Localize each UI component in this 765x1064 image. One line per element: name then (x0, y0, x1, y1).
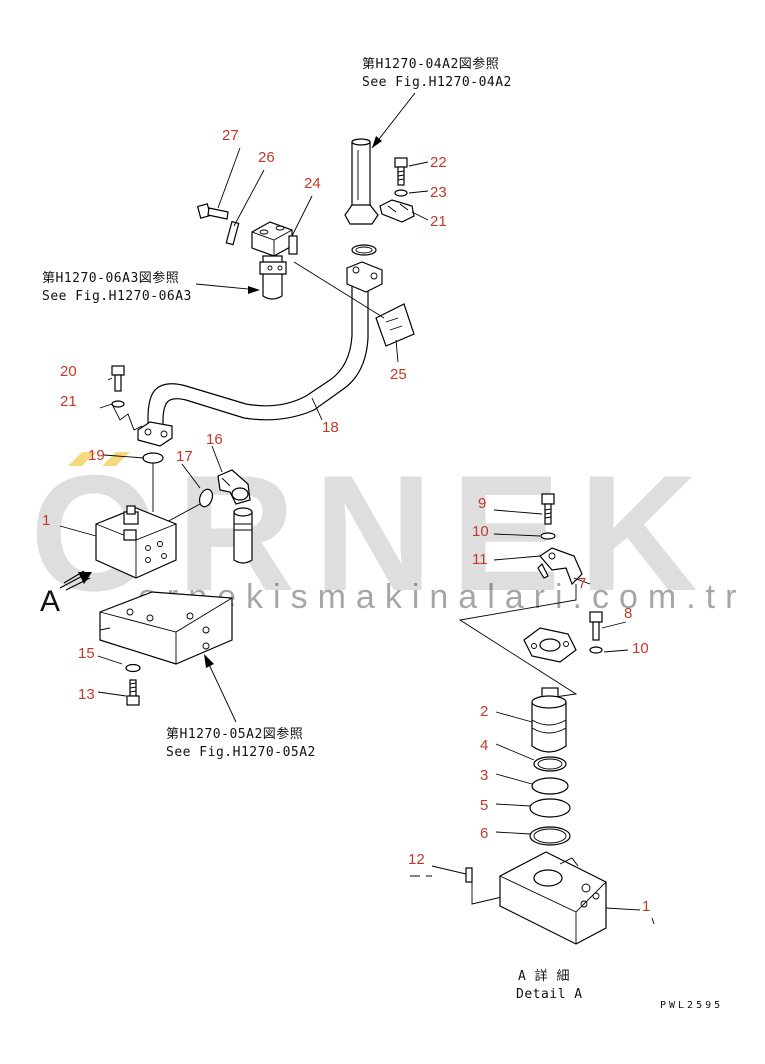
callout-11: 11 (472, 551, 488, 568)
callout-18: 19 (88, 447, 105, 464)
bolt-19 (111, 365, 125, 392)
tube-bottom-flange (137, 421, 173, 447)
callout-15: 16 (206, 431, 223, 448)
callout-8: 8 (624, 605, 632, 622)
plate-27 (225, 220, 240, 246)
detail-ring-5 (529, 798, 571, 818)
callout-7: 7 (578, 575, 586, 592)
callout-27: 26 (258, 149, 275, 166)
ref-05A2-en: See Fig.H1270-05A2 (166, 745, 316, 760)
detail-valve-block-1 (499, 851, 607, 945)
callout-25: 25 (390, 366, 407, 383)
pipe-fitting (233, 507, 253, 564)
tube-top-flange (346, 261, 383, 293)
detail-title-en: Detail A (516, 987, 583, 1002)
callout-6: 6 (480, 825, 488, 842)
watermark-url: ornekismakinalari.com.tr (138, 578, 746, 616)
callout-21: 21 (430, 213, 447, 230)
detail-spool-2 (531, 687, 567, 753)
watermark-accent-mark (68, 452, 96, 466)
mounting-bracket (99, 591, 233, 665)
ref-arrow-06A3 (195, 283, 260, 294)
callout-24: 24 (304, 175, 321, 192)
o-ring-16 (198, 488, 214, 508)
ref-arrow-04A2 (371, 92, 416, 149)
callout-2: 2 (480, 703, 488, 720)
callout-13: 13 (78, 686, 95, 703)
callout-10-bottom: 10 (632, 640, 649, 657)
leaders-main (59, 147, 429, 697)
callout-3: 3 (480, 767, 488, 784)
detail-ring-6 (529, 826, 571, 846)
callout-12: 12 (408, 851, 425, 868)
leader-25-plate (293, 261, 385, 319)
detail-flange-7 (523, 627, 577, 663)
callout-10-top: 10 (472, 523, 489, 540)
half-clamp-21 (379, 199, 415, 223)
detail-ring-3 (531, 777, 569, 795)
ref-04A2-jp: 第H1270-04A2図参照 (362, 56, 499, 72)
callout-5: 5 (480, 797, 488, 814)
callouts-main: 27 26 24 22 23 21 25 18 20 21 19 17 16 1… (42, 127, 447, 703)
detail-washer-10b (589, 646, 603, 654)
lower-vertical-pipe (259, 255, 287, 300)
bolt-26 (196, 203, 229, 220)
detail-bolt-9 (541, 493, 555, 525)
ref-06A3-en: See Fig.H1270-06A3 (42, 289, 192, 304)
callout-17: 18 (322, 419, 339, 436)
detail-title-jp: A 詳 細 (518, 968, 570, 984)
callout-23: 23 (430, 184, 447, 201)
ref-06A3-jp: 第H1270-06A3図参照 (42, 270, 179, 286)
callout-14: 15 (78, 645, 95, 662)
washer-14 (125, 663, 141, 673)
callout-4: 4 (480, 737, 488, 754)
upper-vertical-pipe (344, 138, 379, 225)
watermark-accent-mark-2 (102, 452, 130, 466)
o-ring-18 (142, 452, 164, 464)
detail-washer-10a (540, 532, 556, 540)
ref-05A2-jp: 第H1270-05A2図参照 (166, 726, 303, 742)
ref-04A2-en: See Fig.H1270-04A2 (362, 75, 512, 90)
detail-bolt-8 (589, 611, 603, 641)
washer-20 (111, 400, 125, 408)
callout-1-main: 1 (42, 512, 50, 529)
callout-19: 20 (60, 363, 77, 380)
leaders-detail (431, 509, 655, 925)
ref-arrow-05A2 (204, 654, 237, 723)
drawing-code: PWL2595 (660, 1000, 723, 1011)
plate-25 (375, 303, 415, 347)
callout-26: 27 (222, 127, 239, 144)
tube-17 (147, 286, 369, 430)
detail-pin-12 (465, 867, 473, 883)
clamp-block-24 (251, 221, 298, 257)
callout-16: 17 (176, 448, 193, 465)
callout-9: 9 (478, 495, 486, 512)
detail-guide-lines (458, 584, 578, 699)
view-a-letter: A (40, 585, 60, 618)
callout-20: 21 (60, 393, 77, 410)
callout-1-detail: 1 (642, 898, 650, 915)
callout-22: 22 (430, 154, 447, 171)
view-a-marker: A (40, 570, 92, 618)
washer-23 (394, 189, 408, 197)
leader-20-zigzag (99, 403, 143, 431)
valve-block-1 (95, 505, 177, 579)
reference-texts: 第H1270-04A2図参照 See Fig.H1270-04A2 第H1270… (42, 56, 723, 1011)
bolt-13 (126, 679, 140, 706)
elbow-15 (217, 469, 251, 505)
bolt-22 (394, 157, 408, 186)
callouts-detail: 9 10 11 7 8 10 2 4 3 5 6 12 1 (408, 495, 650, 915)
